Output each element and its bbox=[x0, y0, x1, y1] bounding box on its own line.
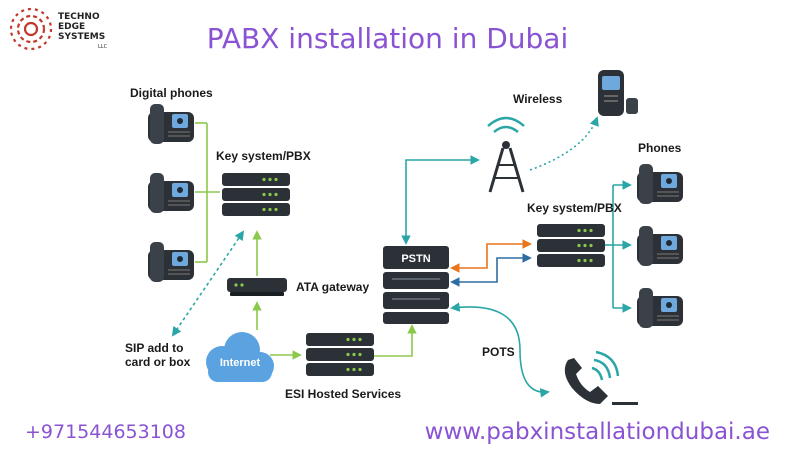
pstn-server-icon bbox=[383, 246, 449, 324]
logo-emblem-icon bbox=[9, 7, 53, 51]
pstn-keysystem-orange-link bbox=[450, 239, 532, 273]
esi-hosted-server-icon bbox=[306, 333, 374, 376]
esi-to-pstn-arrow bbox=[372, 324, 417, 357]
logo-text: TECHNO EDGE SYSTEMS bbox=[58, 12, 105, 42]
desk-phone-icon bbox=[148, 173, 194, 213]
label-sip-line1: SIP add to bbox=[125, 341, 183, 355]
tower-to-mobile-dashed bbox=[529, 116, 599, 171]
label-pots: POTS bbox=[482, 345, 515, 359]
label-pstn: PSTN bbox=[401, 253, 430, 265]
logo-suffix: LLC bbox=[98, 44, 108, 50]
label-key-system-right: Key system/PBX bbox=[527, 201, 622, 215]
logo-line2: EDGE bbox=[58, 22, 86, 32]
label-key-system-left: Key system/PBX bbox=[216, 149, 311, 163]
logo-line3: SYSTEMS bbox=[58, 32, 106, 42]
logo-line1: TECHNO bbox=[58, 12, 100, 22]
pstn-keysystem-blue-link bbox=[450, 253, 532, 287]
sip-dashed-link bbox=[171, 230, 245, 337]
label-wireless: Wireless bbox=[513, 92, 563, 106]
label-digital-phones: Digital phones bbox=[130, 86, 213, 100]
label-esi-hosted: ESI Hosted Services bbox=[285, 387, 401, 401]
desk-phone-icon bbox=[637, 288, 683, 328]
connectors bbox=[171, 116, 632, 398]
pots-handset-icon bbox=[564, 350, 638, 405]
desk-phone-icon bbox=[148, 104, 194, 144]
website-link[interactable]: www.pabxinstallationdubai.ae bbox=[424, 419, 770, 445]
wireless-tower-icon bbox=[487, 116, 525, 193]
left-key-system-server-icon bbox=[222, 173, 290, 216]
mobile-phone-icon bbox=[598, 70, 638, 116]
desk-phone-icon bbox=[637, 164, 683, 204]
right-key-system-server-icon bbox=[537, 224, 605, 267]
label-sip-line2: card or box bbox=[125, 355, 191, 369]
pstn-to-wireless-arrow bbox=[401, 155, 480, 245]
pstn-to-pots-arrow bbox=[450, 302, 550, 398]
label-internet: Internet bbox=[220, 357, 261, 369]
label-phones: Phones bbox=[638, 141, 682, 155]
contact-phone[interactable]: +971544653108 bbox=[25, 421, 186, 443]
page-title: PABX installation in Dubai bbox=[206, 22, 569, 55]
internet-cloud-icon bbox=[206, 332, 274, 382]
label-ata-gateway: ATA gateway bbox=[296, 280, 369, 294]
desk-phone-icon bbox=[637, 226, 683, 266]
company-logo: TECHNO EDGE SYSTEMS LLC bbox=[6, 4, 116, 54]
ata-gateway-icon bbox=[227, 278, 287, 296]
desk-phone-icon bbox=[148, 242, 194, 282]
